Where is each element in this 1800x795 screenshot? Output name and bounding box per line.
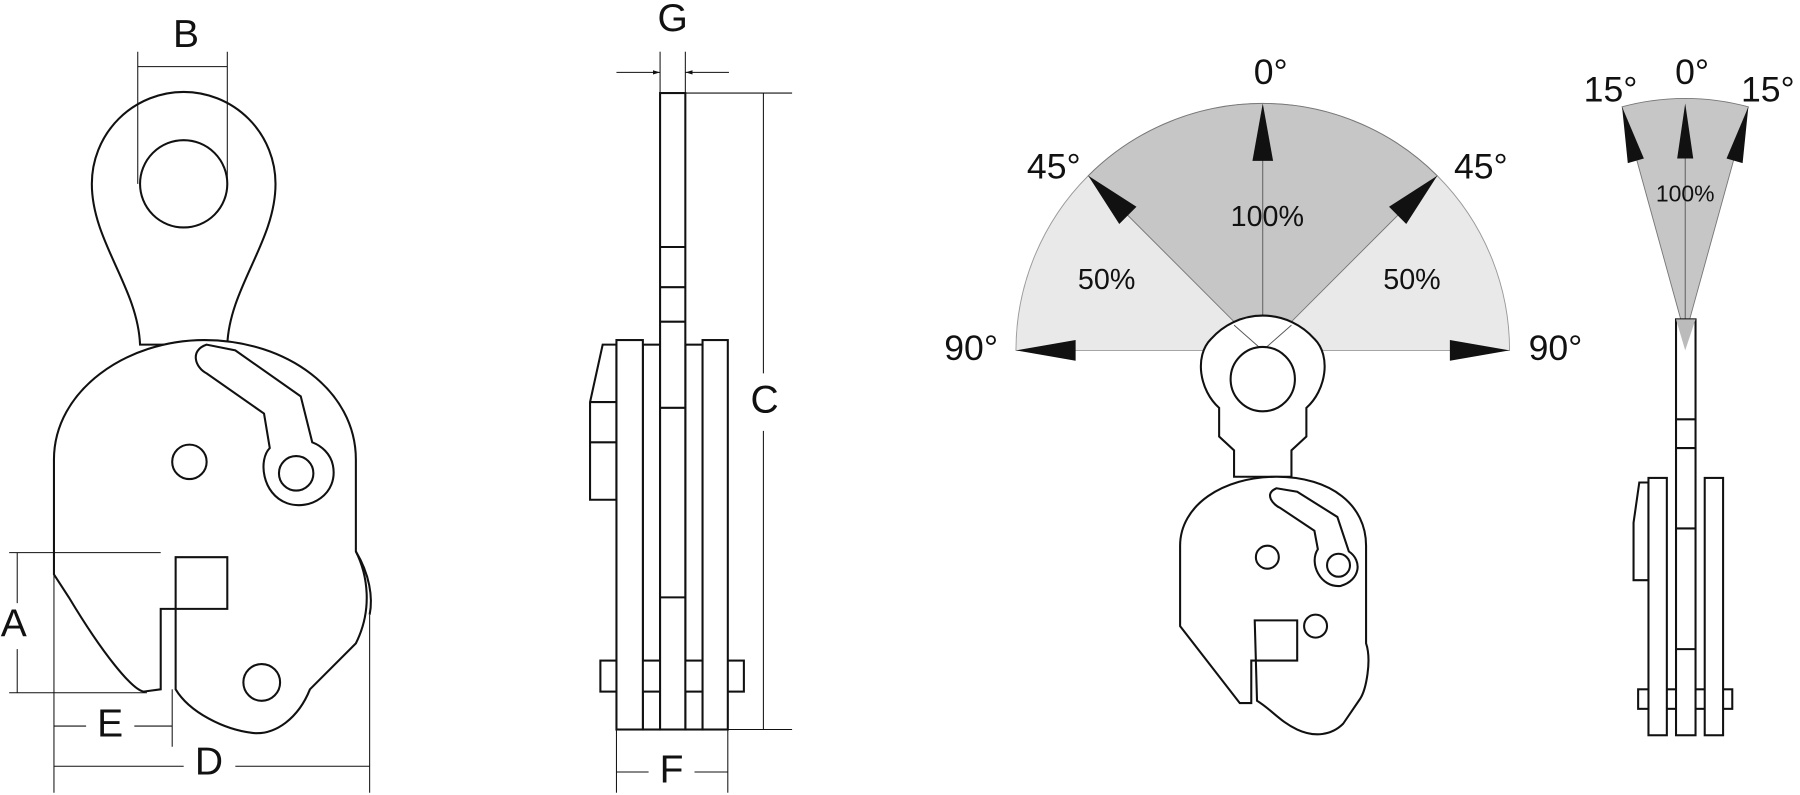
angle-label-left-45: 45°: [1027, 146, 1081, 186]
side-plate-right: [701, 339, 729, 731]
load-angle-chart: 0° 45° 45° 90° 90° 100% 50% 50%: [944, 52, 1583, 736]
side-eye-plate: [659, 92, 687, 731]
arrow-0-narrow: [1677, 103, 1694, 159]
side-plate-left: [615, 339, 644, 731]
arrow-left-15: [1622, 106, 1644, 164]
chart-clamp-body: [1179, 475, 1370, 736]
capacity-label-right-50: 50%: [1383, 264, 1440, 296]
pivot-hole: [171, 443, 208, 481]
arrow-left-90: [1015, 340, 1076, 361]
angle-label-0-narrow: 0°: [1675, 52, 1709, 92]
dimension-label-g: G: [658, 0, 688, 40]
eye-hole: [139, 139, 229, 229]
arrow-left-45: [1088, 175, 1137, 225]
dimension-label-f: F: [660, 748, 684, 791]
capacity-label-100-narrow: 100%: [1656, 180, 1715, 206]
dimension-label-a: A: [1, 602, 27, 645]
angle-label-right-15: 15°: [1741, 69, 1795, 109]
narrow-eye-plate: [1674, 318, 1697, 737]
narrow-angle-chart: 0° 15° 15° 100%: [1584, 52, 1795, 737]
jaw-hole: [242, 662, 282, 702]
dimension-label-c: C: [750, 378, 778, 421]
lever-hole: [277, 455, 315, 492]
clamp-front-view: B A E D: [1, 13, 372, 793]
clamp-side-view: G C F: [589, 0, 793, 793]
arrow-right-90: [1449, 340, 1510, 361]
side-cam: [589, 343, 618, 501]
angle-label-left-90: 90°: [944, 328, 998, 368]
capacity-label-100: 100%: [1231, 201, 1304, 233]
arrow-right-45: [1389, 175, 1438, 225]
angle-label-right-45: 45°: [1454, 146, 1508, 186]
dimension-label-d: D: [195, 740, 223, 783]
arrow-0: [1252, 103, 1274, 161]
arrow-right-15: [1726, 106, 1749, 164]
clamp-body: [52, 339, 368, 735]
dimension-label-e: E: [97, 702, 123, 745]
dimension-label-b: B: [173, 13, 199, 56]
angle-label-left-15: 15°: [1584, 69, 1638, 109]
angle-label-0: 0°: [1254, 52, 1288, 92]
capacity-label-left-50: 50%: [1078, 264, 1135, 296]
angle-label-right-90: 90°: [1529, 328, 1583, 368]
